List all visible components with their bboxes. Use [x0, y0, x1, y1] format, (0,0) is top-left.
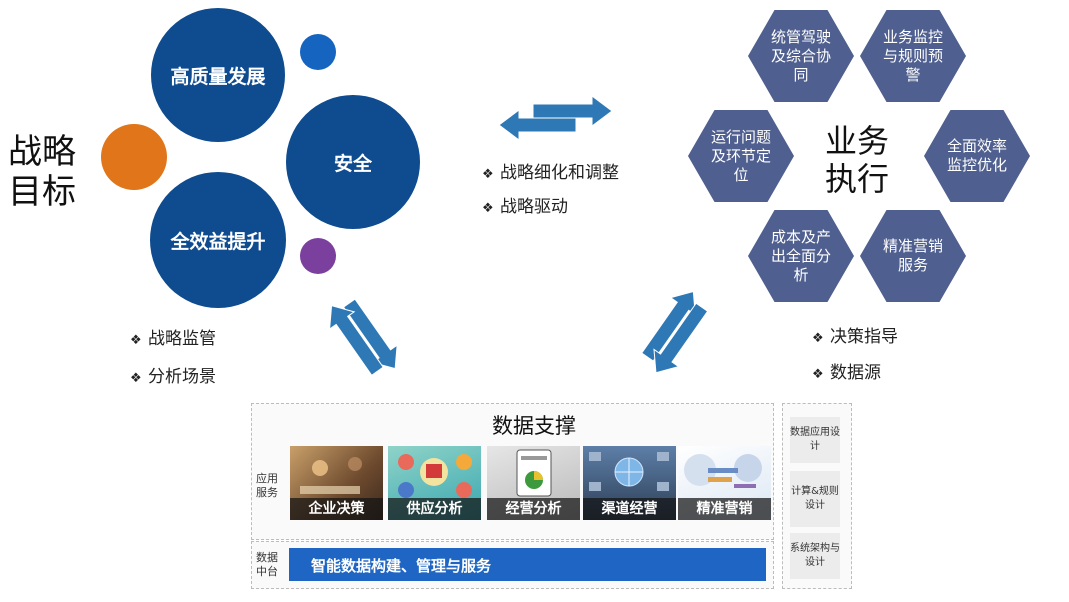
data-platform-label: 数据中台 — [256, 551, 278, 578]
circle-high-quality: 高质量发展 — [151, 8, 285, 142]
tile-business-analysis[interactable]: 经营分析 — [487, 446, 580, 520]
side-item-data-app-design: 数据应用设计 — [790, 417, 840, 463]
meeting-image-icon — [300, 457, 362, 494]
hex-cost-analysis: 成本及产出全面分析 — [748, 210, 854, 302]
bullet-top-2: ❖战略驱动 — [482, 197, 568, 217]
circle-safety-label: 安全 — [333, 152, 372, 175]
tile-label: 企业决策 — [290, 498, 383, 520]
diamond-bullet-icon: ❖ — [812, 367, 824, 382]
arrow-down-left-icon — [653, 302, 709, 374]
hex-monitoring: 业务监控与规则预警 — [860, 10, 966, 102]
strategy-title-line2: 目标 — [8, 172, 76, 212]
arrow-left-icon — [498, 109, 577, 141]
circle-high-quality-label: 高质量发展 — [170, 65, 266, 88]
execution-title-line2: 执行 — [824, 160, 889, 198]
execution-title-line1: 业务 — [824, 122, 889, 160]
tile-enterprise-decision[interactable]: 企业决策 — [290, 446, 383, 520]
hex-coordination: 统管驾驶及综合协同 — [748, 10, 854, 102]
app-service-label: 应用服务 — [256, 472, 278, 499]
bullet-top-1: ❖战略细化和调整 — [482, 163, 619, 183]
diamond-bullet-icon: ❖ — [482, 167, 494, 182]
data-platform-bar-text: 智能数据构建、管理与服务 — [311, 557, 492, 575]
bullet-left-2: ❖分析场景 — [130, 367, 216, 387]
tile-channel-operation[interactable]: 渠道经营 — [583, 446, 676, 520]
hex-efficiency: 全面效率监控优化 — [924, 110, 1030, 202]
diamond-bullet-icon: ❖ — [812, 331, 824, 346]
execution-title: 业务 执行 — [822, 122, 892, 198]
bullet-right-1: ❖决策指导 — [812, 327, 898, 347]
orange-circle — [101, 124, 167, 190]
purple-circle — [300, 238, 336, 274]
bullet-left-1: ❖战略监管 — [130, 329, 216, 349]
arrow-down-right-icon — [329, 305, 384, 376]
tile-label: 经营分析 — [487, 498, 580, 520]
tile-label: 供应分析 — [388, 498, 481, 520]
tablet-chart-icon — [516, 449, 552, 497]
tile-label: 渠道经营 — [583, 498, 676, 520]
supply-chain-icon — [398, 454, 472, 498]
circle-safety: 安全 — [286, 95, 420, 229]
circle-efficiency: 全效益提升 — [150, 172, 286, 308]
circle-efficiency-label: 全效益提升 — [170, 230, 266, 253]
strategy-title-line1: 战略 — [8, 132, 76, 172]
side-item-compute-rules: 计算&规则设计 — [790, 471, 840, 527]
small-blue-circle — [300, 34, 336, 70]
globe-network-icon — [589, 452, 669, 491]
strategy-title: 战略 目标 — [8, 132, 76, 212]
word-cloud-icon — [684, 454, 762, 488]
tile-label: 精准营销 — [678, 498, 771, 520]
diamond-bullet-icon: ❖ — [130, 333, 142, 348]
data-support-title: 数据支撑 — [492, 414, 576, 438]
tile-supply-analysis[interactable]: 供应分析 — [388, 446, 481, 520]
bullet-right-2: ❖数据源 — [812, 363, 881, 383]
tile-precision-marketing[interactable]: 精准营销 — [678, 446, 771, 520]
diamond-bullet-icon: ❖ — [130, 371, 142, 386]
data-platform-bar: 智能数据构建、管理与服务 — [289, 548, 766, 581]
hex-locating: 运行问题及环节定位 — [688, 110, 794, 202]
diamond-bullet-icon: ❖ — [482, 201, 494, 216]
hex-marketing: 精准营销服务 — [860, 210, 966, 302]
side-item-architecture: 系统架构与设计 — [790, 533, 840, 579]
